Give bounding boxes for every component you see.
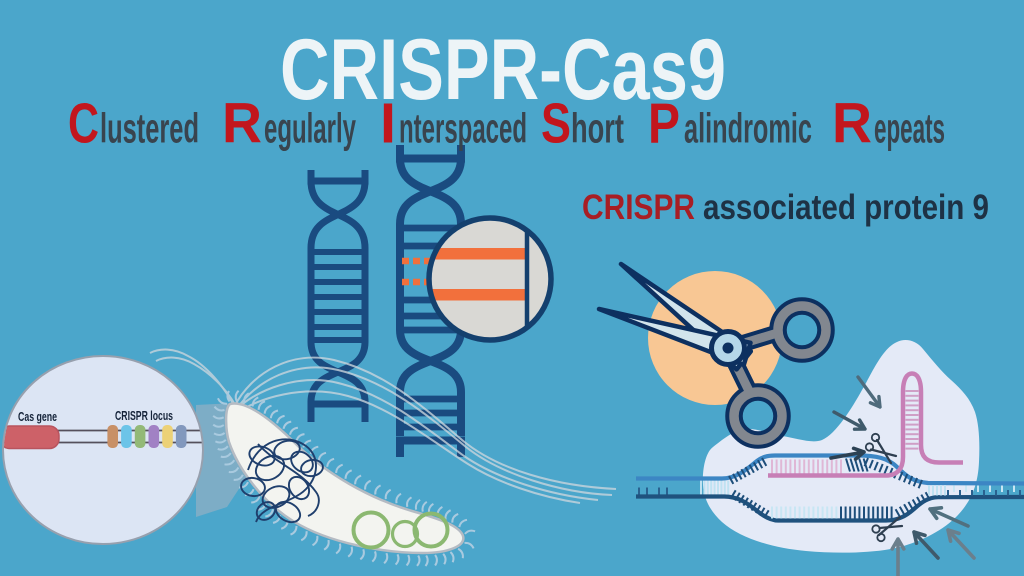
svg-text:C: C [68, 92, 99, 156]
svg-text:I: I [380, 92, 396, 156]
svg-text:hort: hort [571, 105, 624, 152]
svg-text:egularly: egularly [264, 105, 356, 152]
svg-text:associated protein 9: associated protein 9 [703, 188, 989, 227]
svg-text:nterspaced: nterspaced [399, 105, 527, 152]
svg-text:R: R [832, 92, 872, 156]
svg-text:Cas gene: Cas gene [18, 409, 57, 424]
svg-text:epeats: epeats [874, 105, 945, 152]
svg-text:S: S [541, 92, 571, 156]
svg-text:P: P [648, 92, 680, 156]
svg-text:R: R [222, 92, 262, 156]
svg-text:CRISPR-Cas9: CRISPR-Cas9 [280, 22, 726, 118]
svg-text:lustered: lustered [100, 105, 199, 152]
svg-text:CRISPR locus: CRISPR locus [115, 408, 173, 423]
svg-text:alindromic: alindromic [684, 105, 812, 152]
svg-text:CRISPR: CRISPR [582, 188, 695, 227]
